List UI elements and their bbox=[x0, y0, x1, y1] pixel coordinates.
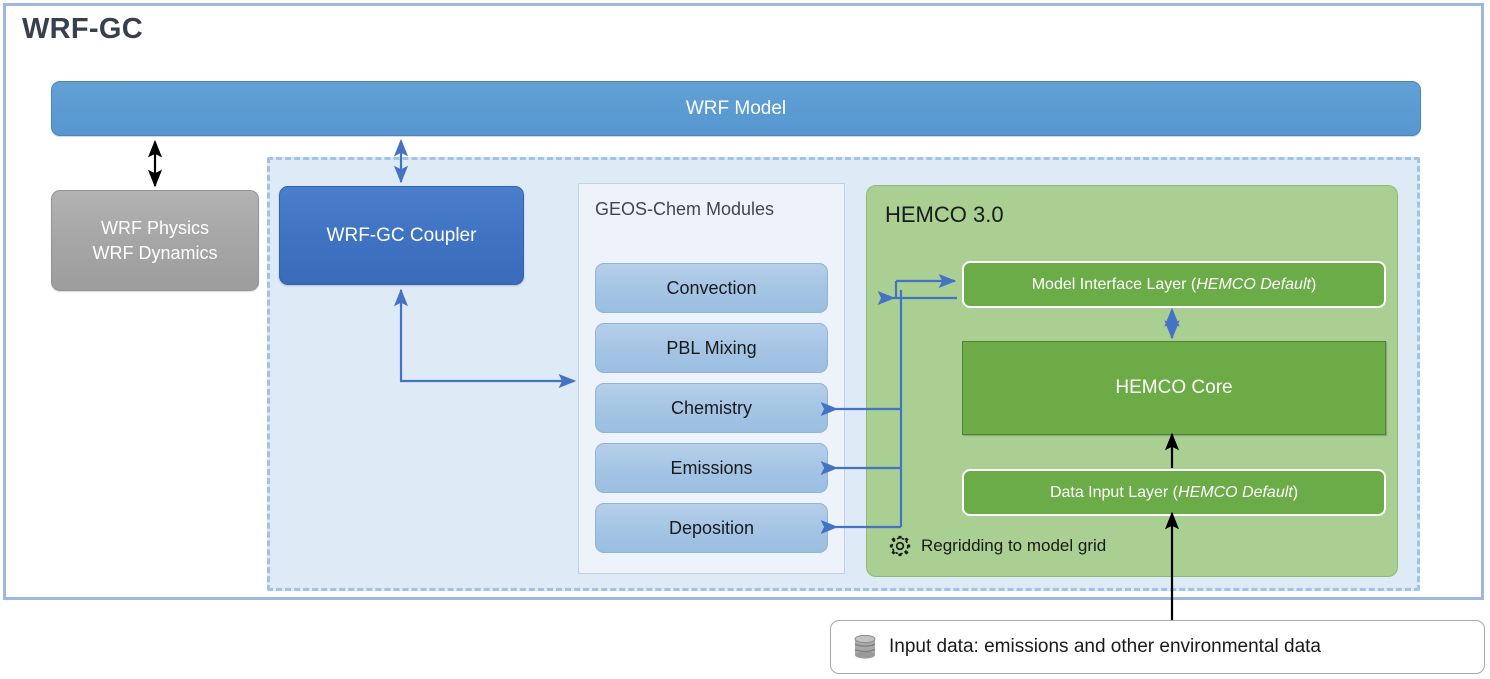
module-pbl-mixing-label: PBL Mixing bbox=[666, 337, 757, 358]
wrf-dynamics-label: WRF Dynamics bbox=[92, 242, 218, 263]
data-input-layer-label: Data Input Layer (HEMCO Default) bbox=[1049, 483, 1299, 501]
module-emissions-label: Emissions bbox=[670, 457, 753, 478]
model-interface-layer-italic: HEMCO Default bbox=[1196, 275, 1311, 293]
module-pbl-mixing: PBL Mixing bbox=[595, 323, 828, 373]
data-input-layer-box: Data Input Layer (HEMCO Default) bbox=[962, 469, 1386, 516]
model-interface-layer-box: Model Interface Layer (HEMCO Default) bbox=[962, 261, 1386, 308]
regridding-label: Regridding to model grid bbox=[921, 536, 1107, 555]
model-interface-layer-label: Model Interface Layer (HEMCO Default) bbox=[1031, 275, 1317, 293]
wrf-physics-dynamics-box: WRF Physics WRF Dynamics bbox=[51, 190, 259, 291]
wrf-gc-coupler-label: WRF-GC Coupler bbox=[326, 224, 477, 246]
hemco-core-label: HEMCO Core bbox=[1115, 377, 1233, 398]
database-icon bbox=[854, 634, 876, 659]
geos-chem-modules-panel: GEOS-Chem Modules Convection PBL Mixing … bbox=[578, 183, 845, 574]
gear-icon bbox=[889, 535, 911, 557]
regridding-note: Regridding to model grid bbox=[887, 533, 1106, 559]
wrf-gc-coupler-box: WRF-GC Coupler bbox=[279, 186, 524, 285]
module-emissions: Emissions bbox=[595, 443, 828, 493]
module-chemistry-label: Chemistry bbox=[670, 397, 752, 418]
hemco-title: HEMCO 3.0 bbox=[885, 202, 1004, 227]
geos-chem-modules-title: GEOS-Chem Modules bbox=[595, 199, 775, 219]
wrf-physics-label: WRF Physics bbox=[101, 217, 209, 238]
geos-chem-module-list: Convection PBL Mixing Chemistry Emission… bbox=[595, 263, 828, 553]
page-title: WRF-GC bbox=[22, 13, 143, 45]
module-deposition: Deposition bbox=[595, 503, 828, 553]
input-data-box: Input data: emissions and other environm… bbox=[830, 620, 1485, 674]
module-convection: Convection bbox=[595, 263, 828, 313]
wrf-model-label: WRF Model bbox=[685, 97, 787, 119]
module-deposition-label: Deposition bbox=[668, 517, 755, 538]
input-data-label: Input data: emissions and other environm… bbox=[889, 636, 1321, 657]
hemco-core-box: HEMCO Core bbox=[962, 341, 1386, 435]
data-input-layer-italic: HEMCO Default bbox=[1178, 483, 1293, 501]
module-convection-label: Convection bbox=[666, 277, 757, 298]
module-chemistry: Chemistry bbox=[595, 383, 828, 433]
hemco-panel: HEMCO 3.0 Model Interface Layer (HEMCO D… bbox=[866, 185, 1398, 577]
wrf-model-box: WRF Model bbox=[51, 81, 1421, 136]
